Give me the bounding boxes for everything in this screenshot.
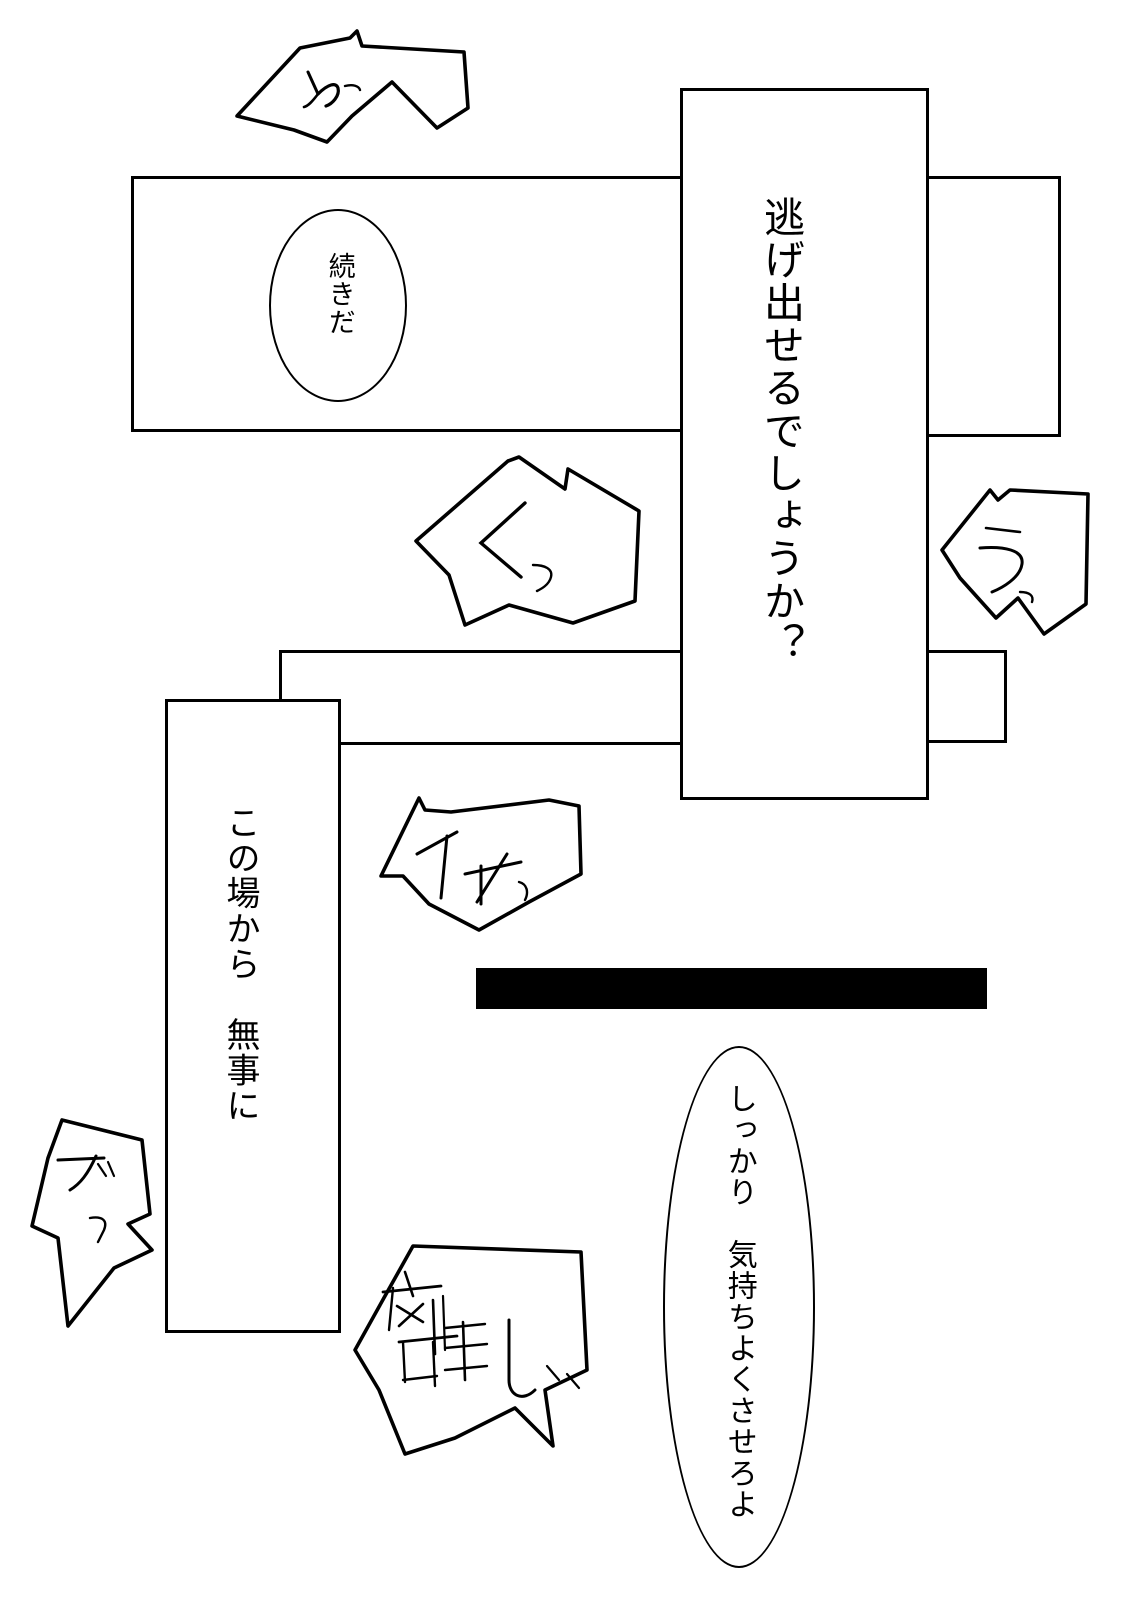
sfx-glyph-shi (507, 1318, 537, 1398)
sfx-glyph-small-tsu (517, 880, 529, 902)
speech-balloon-shikkari (663, 1046, 815, 1568)
sfx-glyph-small-u (531, 563, 553, 593)
sfx-burst-iya (369, 780, 586, 932)
sfx-glyph-hanashi-kanji (381, 1270, 489, 1388)
upper-left-panel (131, 176, 687, 432)
middle-right-box-panel (922, 650, 1007, 743)
sfx-glyph-i (415, 830, 459, 900)
speech-balloon-tsuzuki (269, 209, 407, 402)
sfx-glyph-ku (478, 501, 527, 579)
sfx-burst-n (232, 24, 472, 148)
sfx-burst-bua (30, 1098, 170, 1328)
left-panel-dialogue: この場から 無事に (220, 805, 261, 1124)
sfx-burst-hanashi (345, 1230, 595, 1456)
balloon-tsuzuki-text: 続きだ (323, 252, 355, 337)
sfx-burst-ku (413, 455, 645, 628)
sfx-glyph-small-i (545, 1364, 581, 1390)
left-tall-panel (165, 699, 341, 1333)
sfx-glyph-bu (56, 1154, 116, 1192)
sfx-glyph-ya (463, 852, 523, 906)
upper-right-panel (922, 176, 1061, 437)
sfx-glyph-u (978, 526, 1024, 594)
balloon-shikkari-text: しっかり 気持ちよくさせろよ (721, 1083, 757, 1520)
sfx-burst-u (940, 478, 1092, 636)
black-censor-bar (476, 968, 987, 1009)
middle-wide-panel (279, 650, 689, 745)
sfx-glyph-small-tsu (343, 84, 362, 92)
sfx-glyph-small-a (88, 1216, 107, 1244)
sfx-glyph-n (302, 70, 340, 109)
sfx-glyph-small-tsu (1018, 590, 1034, 604)
center-panel-dialogue: 逃げ出せるでしょうか？ (756, 196, 805, 666)
center-vertical-panel (680, 88, 929, 800)
